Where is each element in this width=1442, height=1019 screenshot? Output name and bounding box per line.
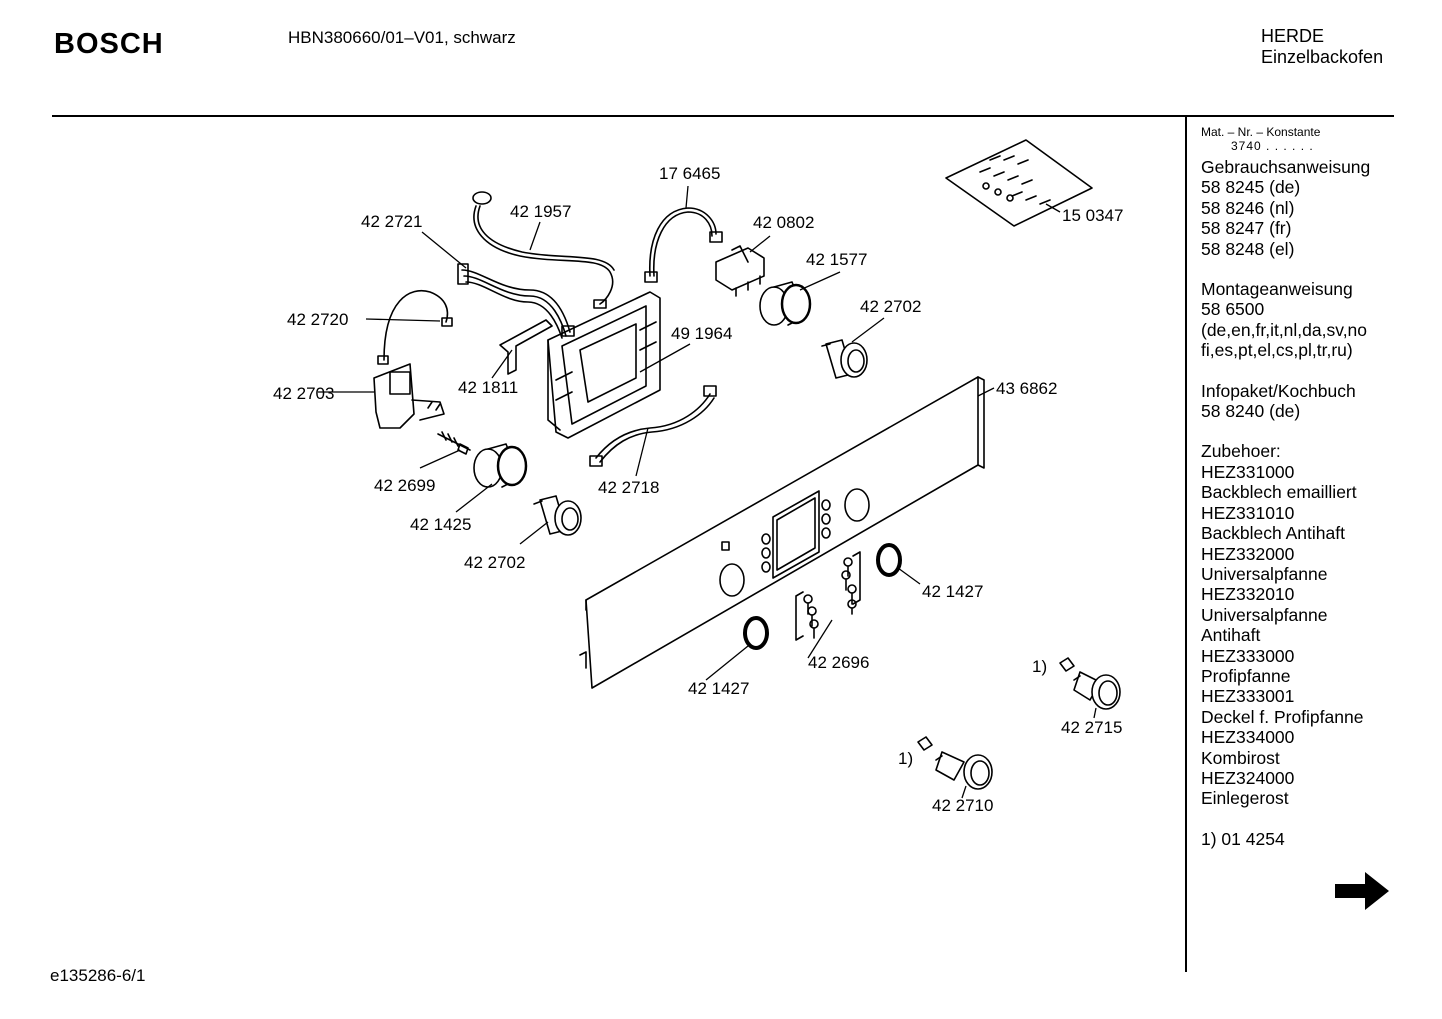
arrow-right-icon[interactable]: [1335, 870, 1391, 912]
knob-cap-lower-shape: [533, 495, 582, 536]
sidebar-line: Profipfanne: [1201, 665, 1291, 686]
part-label: 42 1811: [458, 378, 518, 397]
sidebar-line: 58 8248 (el): [1201, 238, 1295, 259]
sidebar-line: Einlegerost: [1201, 788, 1289, 809]
sleeve-upper-shape: [759, 281, 812, 326]
part-label: 42 1425: [410, 515, 471, 534]
pin-shape: [437, 431, 471, 455]
sidebar-line: Universalpfanne: [1201, 604, 1328, 625]
category: HERDE Einzelbackofen: [1261, 26, 1383, 68]
sleeve-lower-shape: [473, 443, 528, 488]
knob-42-2710-shape: [917, 736, 993, 790]
footnote-marker: 1): [1032, 657, 1047, 676]
part-label: 42 2715: [1061, 718, 1122, 737]
part-label: 42 1427: [922, 582, 983, 601]
switch-block-shape: [373, 363, 445, 429]
sidebar-line: 58 8247 (fr): [1201, 218, 1292, 239]
sidebar-line: HEZ331010: [1201, 502, 1295, 523]
part-label: 15 0347: [1062, 206, 1123, 225]
part-label: 49 1964: [671, 324, 732, 343]
sidebar-line: Backblech emailliert: [1201, 482, 1357, 503]
cable-42-2718-shape: [595, 393, 711, 459]
mat-value: 3740 . . . . . .: [1231, 139, 1314, 153]
connector-42-0802-shape: [715, 245, 765, 297]
sidebar-line: 58 6500: [1201, 299, 1265, 320]
sidebar-line: Deckel f. Profipfanne: [1201, 706, 1364, 727]
bracket-shape: [499, 319, 553, 375]
sidebar-divider: [1185, 117, 1187, 972]
leader-lines: [318, 185, 1097, 799]
sidebar-line: Universalpfanne: [1201, 563, 1328, 584]
sidebar-line: Backblech Antihaft: [1201, 523, 1345, 544]
harness-42-2720-shape: [383, 290, 449, 361]
screws-shape: [795, 551, 861, 641]
sidebar-line: fi,es,pt,el,cs,pl,tr,ru): [1201, 340, 1353, 361]
sidebar-line: Zubehoer:: [1201, 441, 1281, 462]
sidebar-line: HEZ333001: [1201, 686, 1295, 707]
sidebar-line: HEZ324000: [1201, 767, 1295, 788]
part-label: 42 1957: [510, 202, 571, 221]
header-divider: [52, 115, 1394, 117]
ribbon-42-2721-shape: [457, 263, 575, 339]
sidebar-line: Antihaft: [1201, 625, 1261, 646]
part-label: 42 1427: [688, 679, 749, 698]
footer-code: e135286-6/1: [50, 966, 146, 985]
sidebar-line: 1) 01 4254: [1201, 828, 1285, 849]
sidebar-line: Montageanweisung: [1201, 279, 1353, 300]
part-label: 42 2718: [598, 478, 659, 497]
sidebar-line: 58 8246 (nl): [1201, 197, 1295, 218]
category-line-1: HERDE: [1261, 26, 1325, 46]
sidebar: Mat. – Nr. – Konstante 3740 . . . . . . …: [1201, 125, 1391, 849]
exploded-parts-diagram: 42 2721 42 1957 17 6465 42 0802 42 1577 …: [273, 139, 1123, 815]
sidebar-line: HEZ333000: [1201, 645, 1295, 666]
part-label: 42 2721: [361, 212, 422, 231]
knob-42-2715-shape: [1059, 657, 1121, 710]
part-label: 42 2699: [374, 476, 435, 495]
sidebar-line: Kombirost: [1201, 747, 1280, 768]
mat-header: Mat. – Nr. – Konstante: [1201, 125, 1321, 139]
sidebar-line: Gebrauchsanweisung: [1201, 157, 1371, 177]
knob-cap-upper-shape: [821, 339, 868, 379]
part-label: 42 1577: [806, 250, 867, 269]
part-label: 42 0802: [753, 213, 814, 232]
sidebar-line: HEZ332010: [1201, 584, 1295, 605]
sidebar-line: 58 8240 (de): [1201, 401, 1301, 422]
footnote-marker: 1): [898, 749, 913, 768]
sidebar-line: HEZ332000: [1201, 543, 1295, 564]
cable-17-6465-shape: [649, 207, 717, 277]
sidebar-line: Infopaket/Kochbuch: [1201, 380, 1356, 401]
part-label: 42 2702: [464, 553, 525, 572]
part-label: 42 2702: [860, 297, 921, 316]
part-label: 43 6862: [996, 379, 1057, 398]
sidebar-line: HEZ331000: [1201, 461, 1295, 482]
brand-logo: BOSCH: [54, 28, 164, 60]
sidebar-line: (de,en,fr,it,nl,da,sv,no: [1201, 319, 1368, 340]
control-panel-shape: [579, 376, 985, 689]
part-label: 42 2710: [932, 796, 993, 815]
part-label: 42 2703: [273, 384, 334, 403]
sidebar-line: 58 8245 (de): [1201, 177, 1301, 198]
screw-bag-shape: [945, 139, 1093, 227]
ring-left-shape: [743, 616, 769, 650]
cable-42-1957-shape: [473, 205, 614, 305]
part-label: 42 2696: [808, 653, 869, 672]
sidebar-line: HEZ334000: [1201, 727, 1295, 748]
sidebar-group: 1) 01 4254: [1201, 829, 1391, 849]
part-label: 42 2720: [287, 310, 348, 329]
model-number: HBN380660/01–V01, schwarz: [288, 28, 516, 47]
ring-right-shape: [876, 543, 902, 577]
electronic-module-shape: [547, 291, 661, 439]
part-label: 17 6465: [659, 164, 720, 183]
category-line-2: Einzelbackofen: [1261, 47, 1384, 67]
